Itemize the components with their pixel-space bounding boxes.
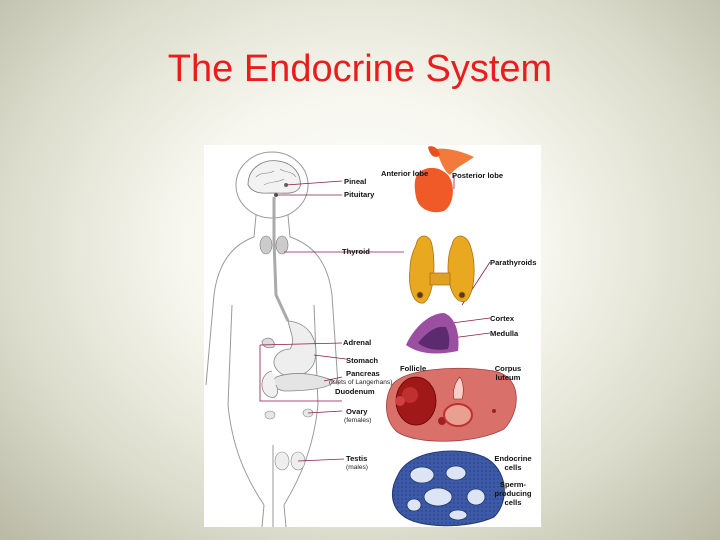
label-endocrine-cells-line1: Endocrine: [494, 454, 532, 463]
endocrine-diagram: Anterior lobe Posterior lobe Pineal Pitu…: [204, 145, 541, 527]
diagram-drawing: [205, 146, 517, 527]
body-outline: [205, 151, 339, 527]
ovary-section-drawing: [386, 367, 517, 442]
label-pancreas: Pancreas: [346, 369, 380, 378]
label-sperm-cells-line2: producing: [494, 489, 532, 498]
slide-title: The Endocrine System: [167, 48, 553, 90]
label-sperm-producing-cells: Sperm- producing cells: [488, 480, 538, 507]
label-pituitary: Pituitary: [344, 190, 375, 199]
legs-outline: [261, 445, 287, 527]
pointer-lines: [259, 171, 491, 488]
pancreas-drawing: [272, 373, 335, 392]
label-endocrine-cells: Endocrine cells: [488, 454, 538, 472]
label-corpus-luteum: Corpus luteum: [490, 364, 526, 382]
pituitary-gland-drawing: [414, 146, 474, 213]
label-corpus-luteum-line2: luteum: [495, 373, 521, 382]
label-cortex: Cortex: [490, 314, 515, 323]
testis-section-drawing: [392, 450, 505, 527]
label-ovary: Ovary: [346, 407, 368, 416]
parathyroid-dot: [458, 291, 466, 299]
torso-outline: [205, 236, 339, 386]
label-endocrine-cells-line2: cells: [504, 463, 522, 472]
waist-outline: [227, 304, 319, 506]
label-males: (males): [346, 464, 368, 471]
thyroid-small-drawing: [259, 235, 289, 255]
label-corpus-luteum-line1: Corpus: [494, 364, 522, 373]
neck-outline: [253, 214, 291, 238]
label-testis: Testis: [346, 454, 368, 463]
label-sperm-cells-line3: cells: [504, 498, 522, 507]
label-anterior-lobe: Anterior lobe: [381, 169, 429, 178]
thyroid-gland-drawing: [409, 235, 475, 304]
label-follicle: Follicle: [400, 364, 427, 373]
label-sperm-cells-line1: Sperm-: [499, 480, 527, 489]
corpus-luteum-drawing: [443, 403, 473, 427]
label-posterior-lobe: Posterior lobe: [452, 171, 504, 180]
label-parathyroids: Parathyroids: [490, 258, 537, 267]
esophagus-drawing: [272, 197, 290, 322]
digestive-organs-drawing: [261, 320, 335, 398]
duodenum-drawing: [261, 370, 278, 398]
adrenal-small-drawing: [261, 337, 275, 349]
label-medulla: Medulla: [490, 329, 519, 338]
label-pineal: Pineal: [344, 177, 367, 186]
label-adrenal: Adrenal: [343, 338, 372, 347]
brain-drawing: [247, 160, 301, 197]
label-islets: (islets of Langerhans): [329, 379, 393, 386]
stomach-drawing: [273, 320, 317, 377]
label-stomach: Stomach: [346, 356, 379, 365]
adrenal-gland-drawing: [406, 313, 459, 354]
label-duodenum: Duodenum: [335, 387, 375, 396]
head-outline: [235, 151, 309, 219]
label-thyroid: Thyroid: [342, 247, 370, 256]
ovaries-small-drawing: [264, 408, 314, 420]
label-females: (females): [344, 417, 372, 424]
